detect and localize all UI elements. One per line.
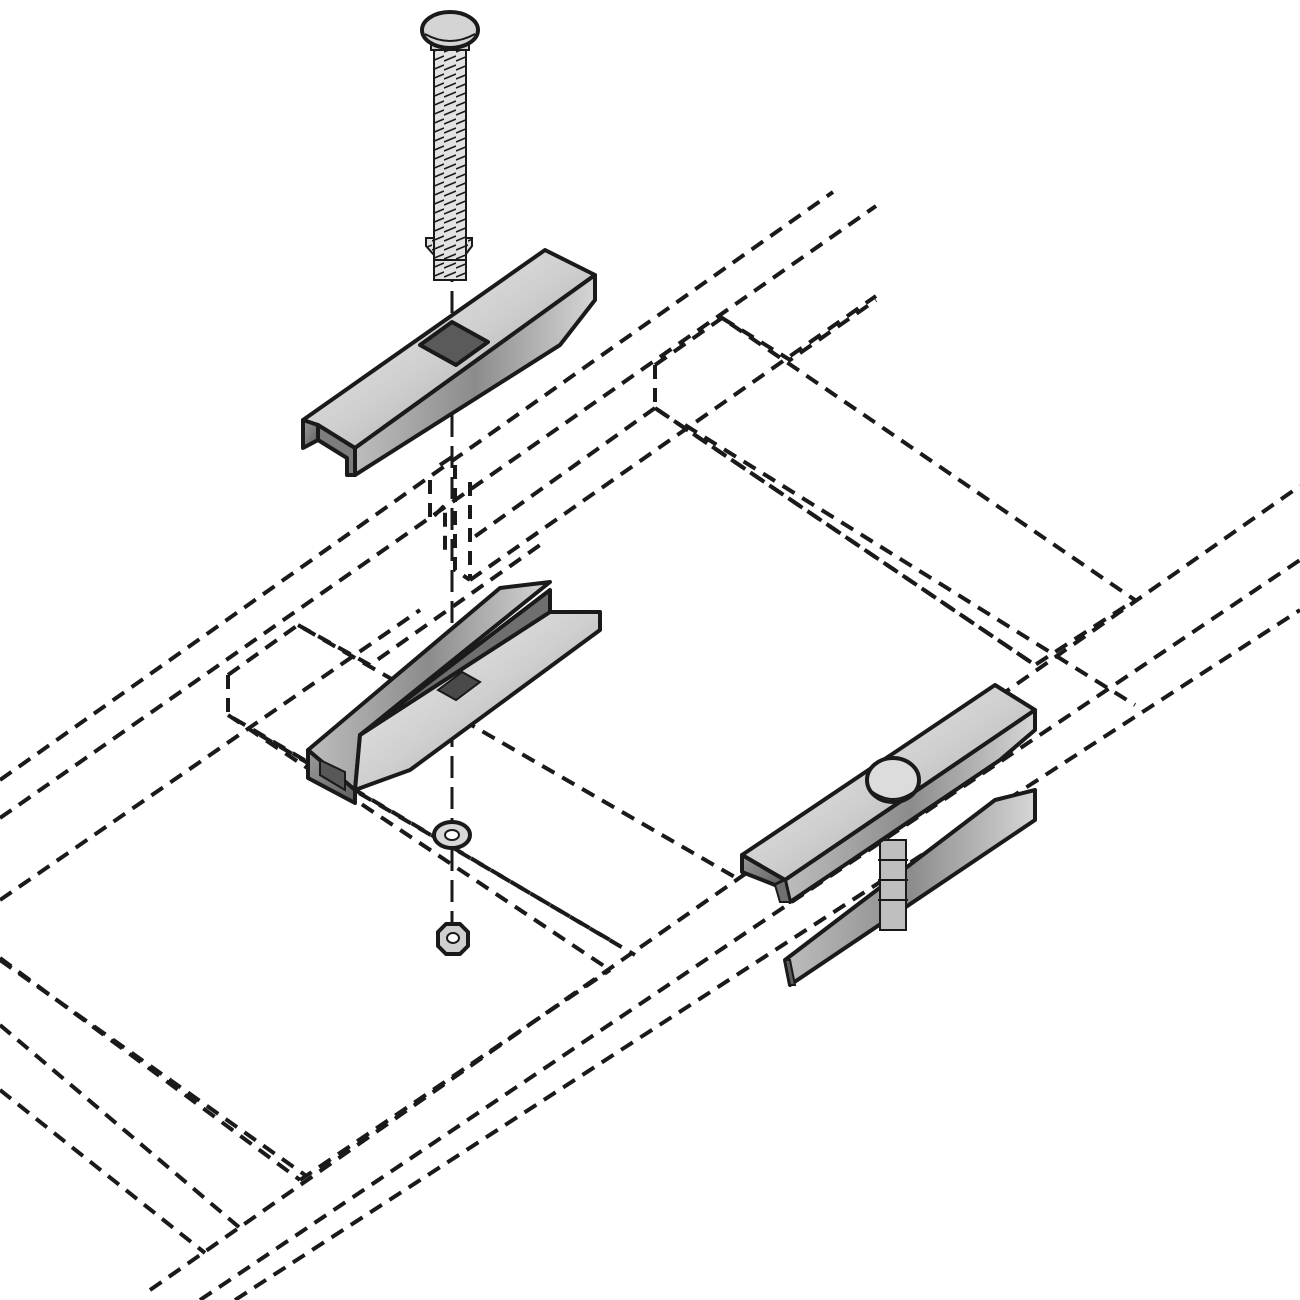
upper-channel-clamp-icon bbox=[301, 248, 597, 477]
lower-channel-clamp-icon bbox=[306, 580, 602, 805]
carriage-bolt-icon bbox=[420, 10, 480, 281]
ladder-outline bbox=[0, 190, 1300, 1300]
assembled-clamp-icon bbox=[740, 683, 1037, 987]
hex-nut-icon bbox=[436, 922, 470, 956]
washer-icon bbox=[432, 820, 472, 850]
